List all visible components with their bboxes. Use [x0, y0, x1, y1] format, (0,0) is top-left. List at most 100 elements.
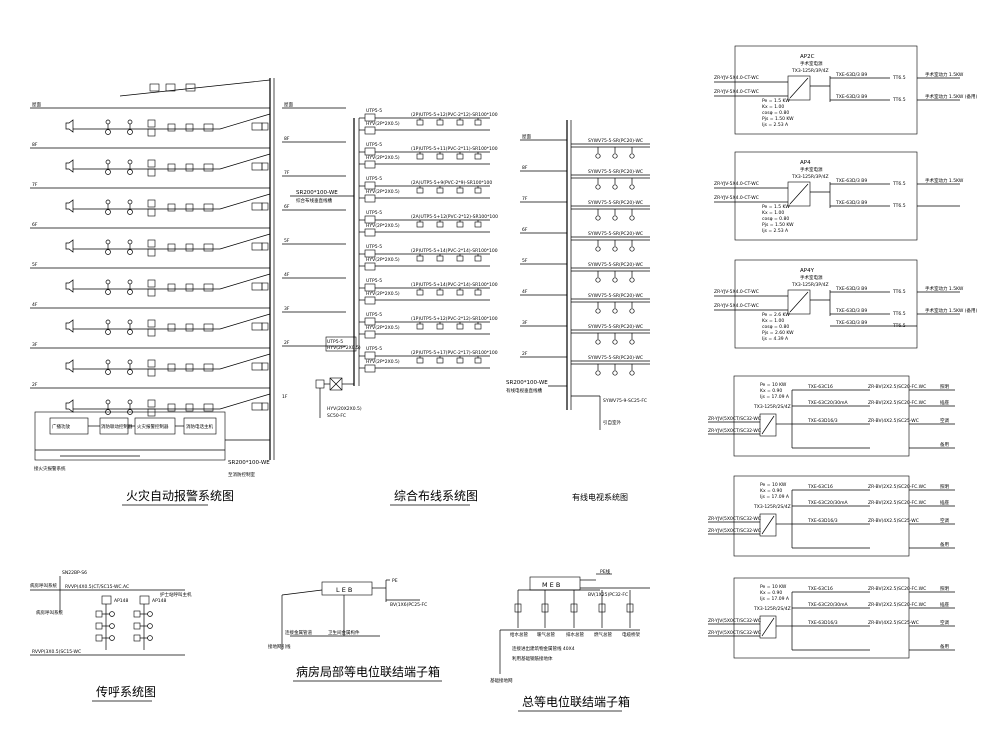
- lighting-load: 备用: [940, 541, 949, 548]
- tv-trunk-sub: 有线电视垂直线槽: [506, 387, 542, 394]
- module-icon: [185, 403, 194, 412]
- patch-panel-icon: [364, 126, 376, 135]
- tv-outlet-icon: [595, 153, 601, 159]
- panel-feeder: ZR-YJV-5X4.0-CT-WC: [714, 195, 759, 201]
- lighting-breaker: TXE-63D16/3: [807, 518, 838, 524]
- meb-note2: 利用基础钢筋接地体: [512, 655, 553, 662]
- panel-param: Pe = 10 KW: [760, 482, 787, 488]
- fire-floor-label: 屋面: [32, 102, 41, 108]
- lighting-cable: ZR-BV(2X2.5)SC20-FC.WC: [868, 586, 926, 592]
- fire-floor-label: 8F: [32, 142, 38, 148]
- smoke-detector-icon: [105, 159, 111, 165]
- junction-box-icon: [251, 242, 263, 251]
- panel-feeder: ZR-YJV(5X0CT/SC32-WC: [708, 528, 761, 534]
- meb-clamp-icon: [570, 603, 578, 613]
- junction-box-icon: [261, 122, 269, 131]
- call-left-label: 病房呼叫系统: [30, 582, 57, 589]
- call-light-icon: [109, 611, 115, 617]
- wire-line: [789, 183, 809, 205]
- wire-line: [789, 77, 809, 99]
- fire-phone-jack-icon: [147, 248, 156, 257]
- patch-panel-icon: [364, 283, 376, 292]
- outlet-icon: [416, 255, 424, 262]
- leb-box: [321, 581, 373, 596]
- outlet-icon: [436, 119, 444, 126]
- tv-outlet-icon: [595, 246, 601, 252]
- smoke-detector-icon: [127, 279, 133, 285]
- cabling-run-label: (2A)UTP5-5+12(PVC-2*12)-SR100*100: [411, 214, 498, 220]
- meb-title: 总等电位联结端子箱: [522, 694, 630, 709]
- cabling-floor-label: 6F: [284, 204, 290, 210]
- module-icon: [167, 283, 176, 292]
- panel-feeder: ZR-YJV-5X4.0-CT-WC: [714, 181, 759, 187]
- call-light-icon: [147, 611, 153, 617]
- lighting-panel-frame: [733, 375, 910, 457]
- meb-pe: PE线: [600, 568, 611, 575]
- panel-param: cosφ = 0.80: [762, 324, 789, 330]
- call-light-icon: [147, 623, 153, 629]
- outlet-icon: [456, 119, 464, 126]
- speaker-icon: [65, 239, 74, 253]
- leb-ground: 接地网引线: [268, 643, 291, 650]
- heat-detector-icon: [105, 249, 111, 255]
- panel-subtitle: 手术室电源: [800, 166, 823, 173]
- cabling-fiber-label: HYV(2P*2X0.5): [366, 257, 400, 263]
- outlet-icon: [416, 323, 424, 330]
- fire-phone-jack-icon: [147, 288, 156, 297]
- panel-feeder: ZR-YJV(5X0CT/SC32-WC: [708, 428, 761, 434]
- patch-panel-icon: [364, 181, 376, 190]
- cabling-fiber-label: HYV(2P*2X0.5): [366, 325, 400, 331]
- manual-call-point-icon: [147, 199, 156, 208]
- junction-box-icon: [251, 122, 263, 131]
- panel-outgoing: TXE-63D/3 B9: [835, 286, 867, 292]
- tv-title: 有线电视系统图: [572, 492, 628, 502]
- panel-tag: TT6.5: [892, 311, 906, 317]
- patch-panel-icon: [364, 228, 376, 237]
- fire-left-note: 接火灾报警系统: [34, 465, 66, 472]
- tv-outlet-icon: [629, 153, 635, 159]
- call-cable-b: RVVP(3X0.5)SC15-WC: [32, 649, 81, 655]
- junction-box-icon: [261, 242, 269, 251]
- tv-outlet-icon: [629, 339, 635, 345]
- call-station-2: AP148: [152, 598, 167, 604]
- tv-run-label: SYWV75-5-SR(PC20)-WC: [588, 324, 643, 330]
- manual-call-point-icon: [147, 119, 156, 128]
- heat-detector-icon: [127, 329, 133, 335]
- module-icon: [167, 203, 176, 212]
- lighting-panel-frame: [733, 475, 910, 557]
- meb-clamp-icon: [626, 603, 634, 613]
- leb-label2: 卫生间金属构件: [328, 629, 360, 636]
- lighting-load: 插座: [940, 499, 949, 506]
- panel-tag: TT6.5: [892, 75, 906, 81]
- leb-cable: BV(1X6)PC25-FC: [390, 602, 427, 608]
- meb-clamp-icon: [514, 603, 522, 613]
- lighting-breaker: TXE-63C20/30mA: [807, 500, 849, 506]
- lighting-breaker: TXE-63C16: [807, 384, 833, 390]
- patch-panel-icon: [364, 215, 376, 224]
- junction-box-icon: [261, 162, 269, 171]
- tv-outlet-icon: [595, 184, 601, 190]
- junction-box-icon: [261, 402, 269, 411]
- manual-call-point-icon: [147, 239, 156, 248]
- power-panel-frame: [734, 259, 918, 349]
- panel-param: Pe = 1.5 KW: [762, 98, 790, 104]
- meb-diagram: M E B PE线 BV(1X25)PC32-FC 给水总管暖气总管排水总管燃气…: [490, 568, 650, 712]
- tv-floor-label: 8F: [522, 165, 528, 171]
- panel-param: cosφ = 0.80: [762, 110, 789, 116]
- tv-outlet-icon: [612, 370, 618, 376]
- wire-line: [219, 393, 271, 410]
- junction-box-icon: [261, 362, 269, 371]
- patch-panel-icon: [364, 194, 376, 203]
- outlet-icon: [474, 357, 482, 364]
- speaker-icon: [65, 319, 74, 333]
- cabling-floor-label: 5F: [284, 238, 290, 244]
- patch-panel-icon: [364, 262, 376, 271]
- panel-main-breaker: TX3-125R/3P/4Z: [791, 282, 829, 288]
- panel-param: Pjs = 2.60 KW: [762, 330, 794, 336]
- tv-run-label: SYWV75-5-SR(PC20)-WC: [588, 138, 643, 144]
- call-right-label: 护士站呼叫主机: [160, 591, 192, 598]
- panel-label-1: 消防联动控制器: [101, 423, 133, 430]
- call-button-icon: [95, 610, 103, 618]
- module-icon: [203, 323, 214, 332]
